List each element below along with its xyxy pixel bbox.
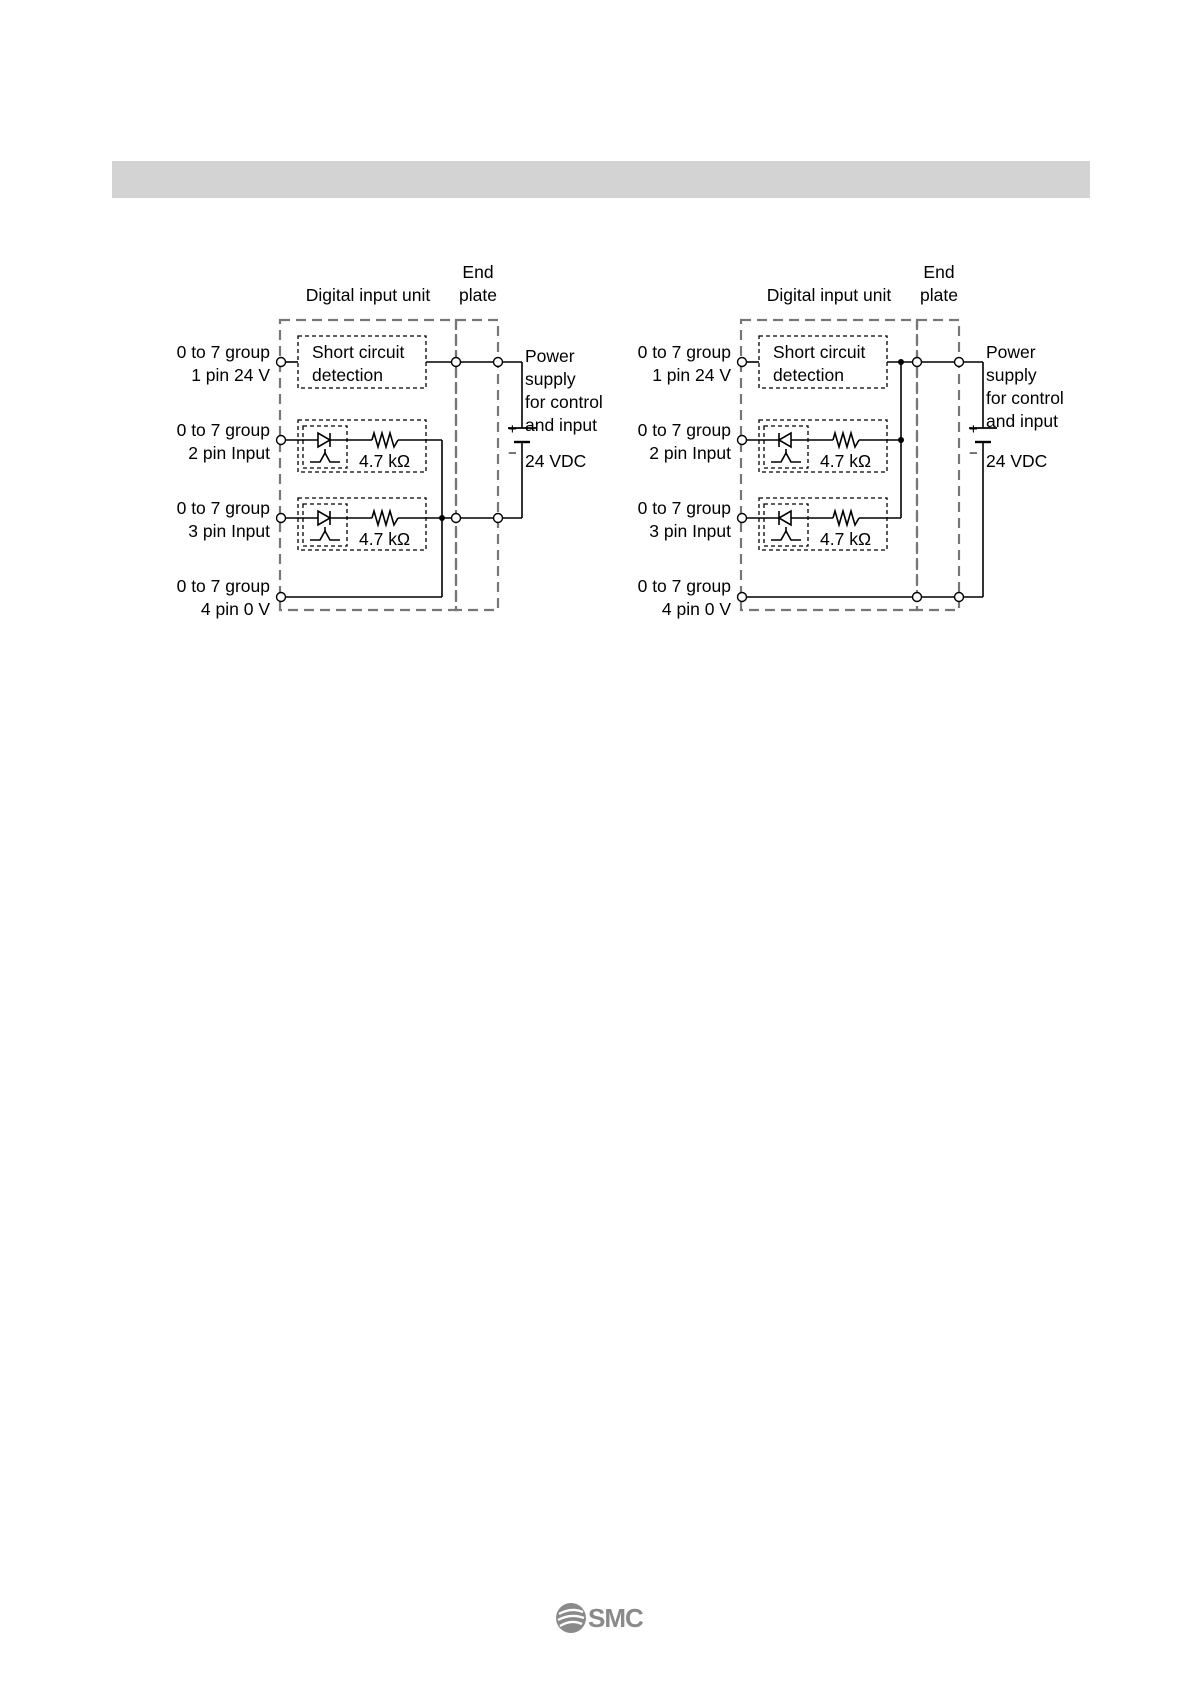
- unit-label: Digital input unit: [767, 285, 892, 305]
- short-circuit-label-1: Short circuit: [773, 342, 866, 362]
- end-label-2: plate: [920, 285, 958, 305]
- pin4-label-2: 4 pin 0 V: [662, 599, 731, 619]
- pin3-label-2: 3 pin Input: [649, 521, 731, 541]
- pin4-label-1: 0 to 7 group: [638, 576, 731, 596]
- voltage-label: 24 VDC: [986, 451, 1047, 471]
- minus-sign: −: [508, 445, 517, 462]
- resistor-label-2: 4.7 kΩ: [820, 529, 871, 549]
- power-label-2: supply: [525, 369, 576, 389]
- resistor-label-1: 4.7 kΩ: [820, 451, 871, 471]
- pin2-label-1: 0 to 7 group: [638, 420, 731, 440]
- pin1-label-1: 0 to 7 group: [638, 342, 731, 362]
- pin3-label-2: 3 pin Input: [188, 521, 270, 541]
- wiring-diagram-1: End plate Digital input unit Short circu…: [150, 262, 620, 622]
- section-header-bar: [112, 161, 1090, 198]
- power-label-4: and input: [986, 411, 1058, 431]
- resistor-label-2: 4.7 kΩ: [359, 529, 410, 549]
- pin1-label-2: 1 pin 24 V: [191, 365, 270, 385]
- power-label-3: for control: [986, 388, 1064, 408]
- pin4-label-1: 0 to 7 group: [177, 576, 270, 596]
- wiring-diagram-2: End plate Digital input unit Short circu…: [611, 262, 1081, 622]
- pin1-terminal: [275, 356, 287, 368]
- pin2-label-2: 2 pin Input: [649, 443, 731, 463]
- pin3-label-1: 0 to 7 group: [638, 498, 731, 518]
- end-label-1: End: [923, 262, 954, 282]
- logo-text: SMC: [588, 1603, 644, 1633]
- smc-logo-icon: [556, 1603, 586, 1633]
- plus-sign: +: [508, 421, 517, 438]
- power-label-1: Power: [986, 342, 1036, 362]
- pin1-label-2: 1 pin 24 V: [652, 365, 731, 385]
- unit-label: Digital input unit: [306, 285, 431, 305]
- end-label-2: plate: [459, 285, 497, 305]
- pin4-label-2: 4 pin 0 V: [201, 599, 270, 619]
- short-circuit-label-1: Short circuit: [312, 342, 405, 362]
- pin3-label-1: 0 to 7 group: [177, 498, 270, 518]
- end-plate-boundary: [454, 318, 500, 612]
- smc-logo: SMC: [554, 1600, 654, 1636]
- plus-sign: +: [969, 421, 978, 438]
- input-block-3: [297, 497, 427, 551]
- short-circuit-label-2: detection: [312, 365, 383, 385]
- pin2-label-2: 2 pin Input: [188, 443, 270, 463]
- resistor-label-1: 4.7 kΩ: [359, 451, 410, 471]
- power-label-1: Power: [525, 346, 575, 366]
- input-block-2: [297, 419, 427, 473]
- power-label-4: and input: [525, 415, 597, 435]
- pin4-terminal: [275, 591, 287, 603]
- voltage-label: 24 VDC: [525, 451, 586, 471]
- pin3-terminal: [275, 512, 287, 524]
- pin2-terminal: [275, 434, 287, 446]
- minus-sign: −: [969, 445, 978, 462]
- short-circuit-label-2: detection: [773, 365, 844, 385]
- power-label-3: for control: [525, 392, 603, 412]
- end-label-1: End: [462, 262, 493, 282]
- power-label-2: supply: [986, 365, 1037, 385]
- pin1-label-1: 0 to 7 group: [177, 342, 270, 362]
- pin2-label-1: 0 to 7 group: [177, 420, 270, 440]
